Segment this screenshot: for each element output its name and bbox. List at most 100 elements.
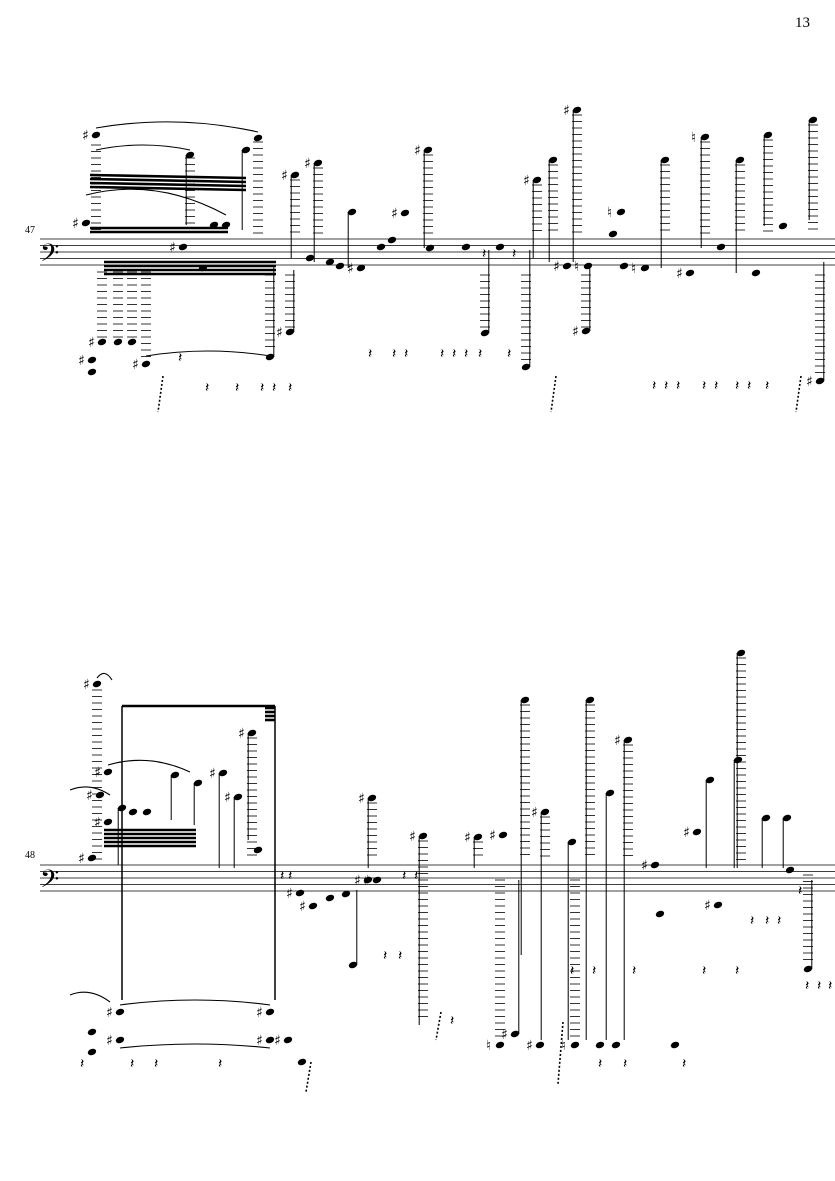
natural-icon: ♮: [574, 259, 579, 275]
arpeggio-mark: [550, 375, 557, 413]
notehead: [521, 363, 531, 371]
notehead: [209, 221, 219, 229]
notehead: [540, 808, 550, 816]
notehead: [480, 329, 490, 337]
notehead: [495, 243, 505, 251]
notehead: [585, 696, 595, 704]
page-number: 13: [795, 15, 810, 31]
notehead: [113, 338, 123, 346]
notehead: [808, 116, 818, 124]
rest-icon: 𝄽: [570, 963, 574, 979]
sharp-icon: ♯: [209, 766, 216, 782]
notehead: [535, 1041, 545, 1049]
notehead: [685, 269, 695, 277]
sharp-icon: ♯: [299, 899, 306, 915]
sharp-icon: ♯: [94, 815, 101, 831]
arpeggio-mark: [157, 375, 164, 413]
rest-icon: 𝄽: [676, 378, 680, 394]
sharp-icon: ♯: [358, 791, 365, 807]
notehead: [400, 209, 410, 217]
notehead: [567, 838, 577, 846]
sharp-icon: ♯: [276, 325, 283, 341]
notehead: [640, 264, 650, 272]
sharp-icon: ♯: [531, 805, 538, 821]
slur: [85, 188, 227, 216]
notehead: [335, 262, 345, 270]
notehead: [532, 176, 542, 184]
notehead: [128, 808, 138, 816]
notehead: [736, 649, 746, 657]
notehead: [619, 262, 629, 270]
sharp-icon: ♯: [238, 726, 245, 742]
sharp-icon: ♯: [256, 1033, 263, 1049]
slur: [69, 786, 111, 796]
rest-icon: 𝄽: [598, 1056, 602, 1072]
notehead: [283, 1036, 293, 1044]
natural-icon: ♮: [486, 1038, 491, 1054]
rest-icon: 𝄽: [777, 913, 781, 929]
notehead: [193, 779, 203, 787]
bass-clef-icon: 𝄢: [40, 865, 59, 900]
sharp-icon: ♯: [501, 1027, 508, 1043]
notehead: [348, 961, 358, 969]
notehead: [713, 901, 723, 909]
slur: [145, 350, 271, 357]
notehead: [87, 1048, 97, 1056]
system-1: 𝄢♯♯♯♯♯♯♯♯𝄽𝄽♯♯♯♮♮♮♯♮♯♯♯♯♯♯𝄽𝄽𝄽𝄽𝄽𝄽𝄽𝄽𝄽𝄽𝄽𝄽𝄽𝄽𝄽…: [40, 103, 835, 413]
rest-icon: 𝄽: [478, 346, 482, 362]
rest-icon: 𝄽: [735, 963, 739, 979]
sharp-icon: ♯: [526, 1038, 533, 1054]
slur: [119, 1043, 271, 1049]
natural-icon: ♮: [631, 261, 636, 277]
notehead: [305, 254, 315, 262]
sharp-icon: ♯: [274, 1033, 281, 1049]
rest-icon: 𝄽: [765, 913, 769, 929]
rest-icon: 𝄽: [154, 1056, 158, 1072]
notehead: [376, 243, 386, 251]
beam: [89, 181, 247, 188]
notehead: [418, 832, 428, 840]
rest-icon: 𝄽: [507, 346, 511, 362]
notehead: [498, 831, 508, 839]
notehead: [341, 890, 351, 898]
notehead: [81, 219, 91, 227]
arpeggio-mark: [795, 375, 802, 413]
notehead: [616, 208, 626, 216]
rest-icon: 𝄽: [452, 346, 456, 362]
beam: [89, 177, 247, 184]
rest-icon: 𝄽: [288, 380, 292, 396]
rest-icon: 𝄽: [178, 350, 182, 366]
bass-clef-icon: 𝄢: [40, 239, 59, 274]
sharp-icon: ♯: [391, 206, 398, 222]
notehead: [670, 1041, 680, 1049]
sharp-icon: ♯: [86, 788, 93, 804]
sharp-icon: ♯: [641, 858, 648, 874]
notehead: [308, 902, 318, 910]
notehead: [570, 1041, 580, 1049]
notehead: [705, 776, 715, 784]
rest-icon: 𝄽: [392, 346, 396, 362]
notehead: [425, 244, 435, 252]
sharp-icon: ♯: [409, 829, 416, 845]
notehead: [185, 151, 195, 159]
slur: [107, 759, 191, 773]
notehead: [313, 159, 323, 167]
notehead: [233, 793, 243, 801]
system-2: 𝄢♯♯♯♯♯♯♯♯♯♯♯♯♯♯♯♯♯♯♯♯♯♯♯♯♯♯♯♮♯♮𝄽𝄽𝄽𝄽𝄽𝄽𝄽𝄽𝄽…: [40, 649, 835, 1093]
notehead: [295, 889, 305, 897]
notehead: [285, 328, 295, 336]
notehead: [141, 360, 151, 368]
notehead: [247, 729, 257, 737]
notehead: [178, 243, 188, 251]
sharp-icon: ♯: [563, 103, 570, 119]
sharp-icon: ♯: [88, 335, 95, 351]
notehead: [265, 1008, 275, 1016]
notehead: [363, 876, 373, 884]
notehead: [97, 338, 107, 346]
rest-icon: 𝄽: [714, 378, 718, 394]
sharp-icon: ♯: [83, 677, 90, 693]
sharp-icon: ♯: [304, 156, 311, 172]
arpeggio-mark: [305, 1061, 312, 1093]
rest-icon: 𝄽: [702, 963, 706, 979]
